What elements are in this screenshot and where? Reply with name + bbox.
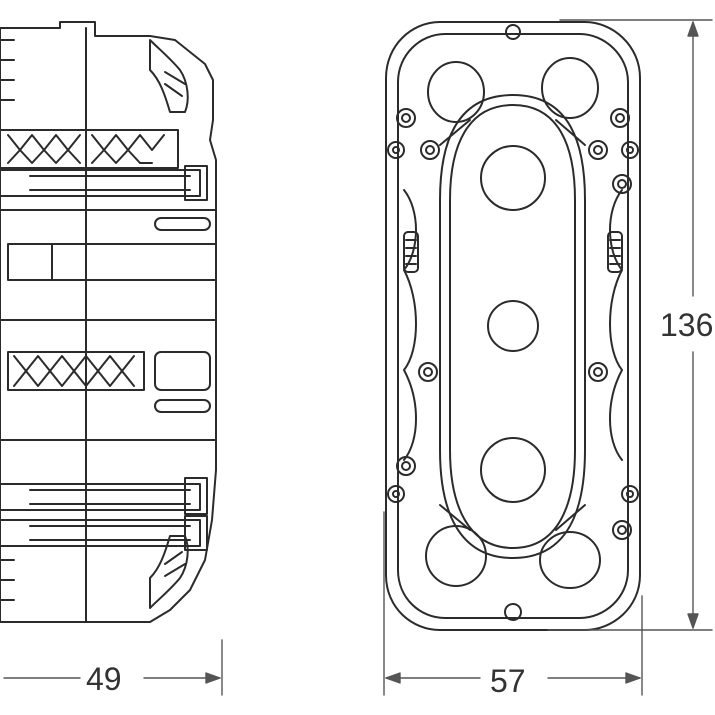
corner-knockout-bl [425,525,487,587]
corner-knockout-tr [541,57,599,119]
upper-wing [149,39,189,113]
front-view-outline [385,21,641,631]
screw-mounts [387,108,639,540]
bottom-clip [504,603,522,621]
corner-knockout-br [539,531,601,589]
front-view [385,21,641,631]
corner-knockout-tl [427,61,485,123]
lower-wing [149,535,189,609]
knockout-top [480,145,546,211]
height-dimension-label: 136 [660,307,713,343]
center-plate [439,94,586,559]
knockout-bottom [480,437,546,503]
side-label-area [7,243,53,281]
top-clip [505,24,521,40]
dimension-lines [3,19,713,696]
upper-knockout-strip [0,129,179,169]
side-view-outline [0,21,217,623]
knockout-center [487,300,539,352]
side-view [0,21,217,623]
middle-knockout-strip [7,351,145,391]
front-view-inner-edge [397,33,629,619]
width-dimension-label: 57 [490,663,526,699]
depth-dimension-label: 49 [86,661,122,697]
